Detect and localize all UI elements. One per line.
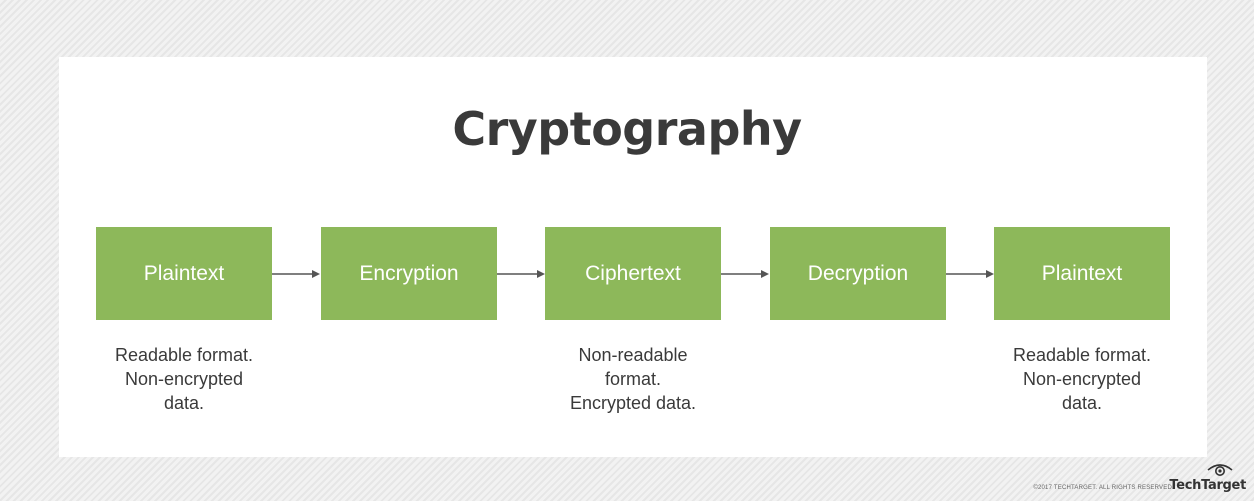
description-line: Non-encrypted: [124, 369, 244, 389]
eye-icon: [1207, 464, 1233, 476]
step-description-plaintext-output: Readable format. Non-encrypted data.: [994, 343, 1170, 415]
arrow-icon: [272, 270, 320, 278]
description-line: Readable format.: [1012, 345, 1152, 365]
step-label: Plaintext: [1041, 261, 1123, 285]
description-line: Encrypted data.: [569, 393, 697, 413]
step-ciphertext: Ciphertext: [545, 227, 721, 320]
step-label: Decryption: [807, 261, 909, 285]
step-description-ciphertext: Non-readable format. Encrypted data.: [545, 343, 721, 415]
step-decryption: Decryption: [770, 227, 946, 320]
step-label: Plaintext: [143, 261, 225, 285]
description-line: Non-readable: [578, 345, 688, 365]
brand-logo: TechTarget: [1169, 478, 1246, 493]
description-line: data.: [163, 393, 205, 413]
step-description-plaintext-input: Readable format. Non-encrypted data.: [96, 343, 272, 415]
description-line: Non-encrypted: [1022, 369, 1142, 389]
copyright-notice: ©2017 TECHTARGET. ALL RIGHTS RESERVED: [1033, 485, 1172, 491]
description-line: Readable format.: [114, 345, 254, 365]
step-label: Ciphertext: [585, 261, 681, 285]
arrow-icon: [946, 270, 994, 278]
diagram-title: Cryptography: [452, 102, 802, 156]
description-line: format.: [604, 369, 661, 389]
step-encryption: Encryption: [321, 227, 497, 320]
step-label: Encryption: [359, 261, 459, 285]
arrow-icon: [497, 270, 545, 278]
step-plaintext-output: Plaintext: [994, 227, 1170, 320]
step-plaintext-input: Plaintext: [96, 227, 272, 320]
description-line: data.: [1061, 393, 1103, 413]
arrow-icon: [721, 270, 769, 278]
